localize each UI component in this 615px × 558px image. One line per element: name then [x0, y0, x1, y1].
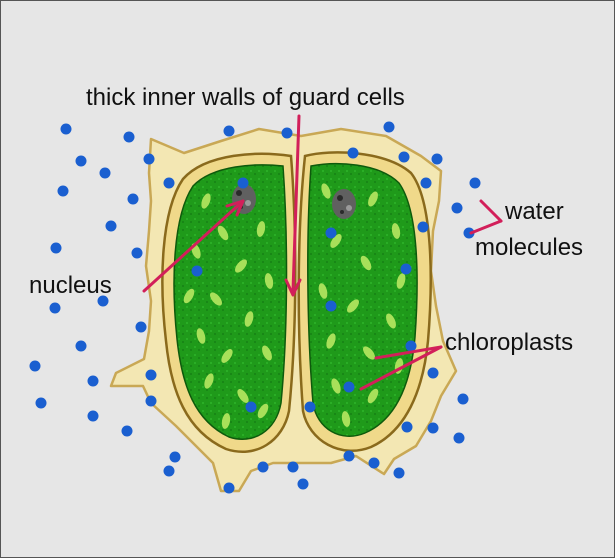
right-nucleus — [332, 189, 356, 219]
water-molecules-label-line1: water — [505, 199, 564, 225]
thick-inner-walls-label: thick inner walls of guard cells — [86, 85, 405, 111]
nucleus-label: nucleus — [29, 273, 112, 299]
water-molecules-label-line2: molecules — [475, 235, 583, 261]
chloroplasts-label: chloroplasts — [445, 330, 573, 356]
water-pointer-2 — [471, 221, 501, 233]
right-guard-cell — [308, 164, 417, 437]
water-pointer-1 — [481, 201, 501, 221]
